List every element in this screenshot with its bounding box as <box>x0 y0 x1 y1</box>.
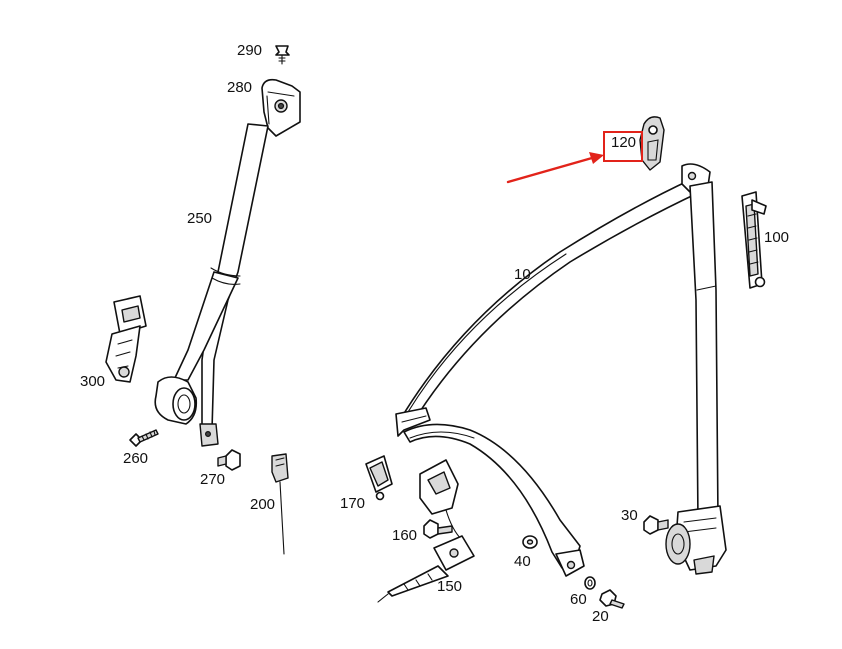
label-270[interactable]: 270 <box>200 471 226 488</box>
label-300[interactable]: 300 <box>80 373 106 390</box>
label-60[interactable]: 60 <box>570 591 587 608</box>
label-40[interactable]: 40 <box>514 553 531 570</box>
part-250-rear-belt <box>173 123 269 447</box>
part-160-bolt <box>423 519 453 539</box>
label-120[interactable]: 120 <box>611 134 637 151</box>
part-270-bolt <box>217 449 241 471</box>
label-20[interactable]: 20 <box>592 608 609 625</box>
part-200-sensor <box>271 453 289 555</box>
part-150-buckle-assembly <box>377 459 475 603</box>
part-290-clip <box>275 45 290 65</box>
part-280-upper-anchor <box>261 78 301 137</box>
part-10-front-belt <box>395 163 719 577</box>
label-290[interactable]: 290 <box>237 42 263 59</box>
label-260[interactable]: 260 <box>123 450 149 467</box>
label-160[interactable]: 160 <box>392 527 418 544</box>
part-10-retractor <box>665 505 727 575</box>
part-260-bolt <box>129 429 159 447</box>
part-40-washer <box>522 535 538 549</box>
label-250[interactable]: 250 <box>187 210 213 227</box>
part-20-bolt <box>599 589 625 609</box>
part-300-buckle <box>105 295 147 383</box>
label-200[interactable]: 200 <box>250 496 276 513</box>
label-280[interactable]: 280 <box>227 79 253 96</box>
part-60-ring <box>584 576 596 590</box>
highlight-box-120 <box>603 131 643 162</box>
label-150[interactable]: 150 <box>437 578 463 595</box>
label-170[interactable]: 170 <box>340 495 366 512</box>
part-170-buckle-tongue <box>365 455 393 501</box>
label-30[interactable]: 30 <box>621 507 638 524</box>
part-120-cover <box>639 116 665 171</box>
label-10[interactable]: 10 <box>514 266 531 283</box>
label-100[interactable]: 100 <box>764 229 790 246</box>
part-250-retractor-spool <box>154 376 198 425</box>
callout-arrow <box>506 152 604 184</box>
part-30-bolt <box>643 515 669 535</box>
part-100-height-adjuster <box>741 191 767 289</box>
